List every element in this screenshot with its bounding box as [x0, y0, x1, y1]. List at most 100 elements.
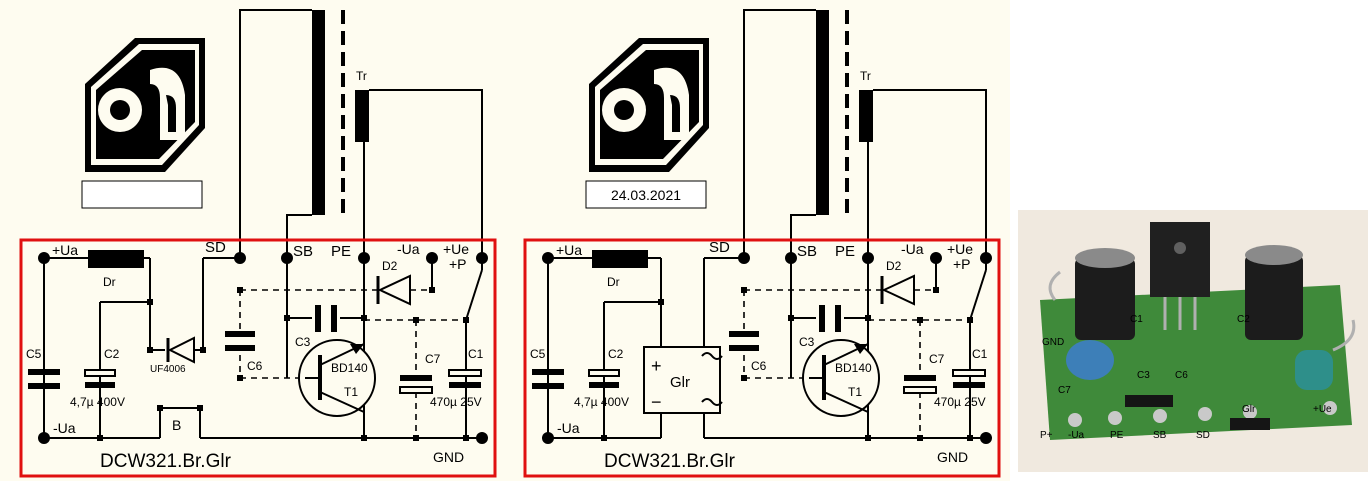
- transformer: Tr: [743, 9, 987, 258]
- label-gnd: GND: [433, 449, 464, 465]
- schematic-left: gfe Tr: [19, 9, 497, 478]
- label-sd: SD: [205, 239, 226, 256]
- photo-label-sd: SD: [1196, 430, 1210, 441]
- label-minus-ua-top: -Ua: [901, 241, 924, 257]
- label-c2: C2: [104, 347, 120, 361]
- photo-label-c1: C1: [1130, 314, 1143, 325]
- photo-label-p-plus: P+: [1040, 430, 1053, 441]
- diode-d2: [376, 274, 411, 306]
- photo-label-pe: PE: [1110, 430, 1124, 441]
- label-glr-plus: +: [651, 356, 662, 376]
- wire-loop: [1048, 270, 1061, 301]
- junctions: [97, 287, 469, 441]
- photo-label-plus-ue: +Ue: [1313, 404, 1332, 415]
- inductor-dr: [1295, 319, 1356, 390]
- photo-label-c7: C7: [1058, 385, 1071, 396]
- label-c3: C3: [295, 335, 311, 349]
- label-c2-value: 4,7µ 400V: [70, 395, 125, 409]
- label-c2-value: 4,7µ 400V: [574, 395, 629, 409]
- schematic-title: DCW321.Br.Glr: [604, 451, 736, 472]
- diode-d2: [1125, 395, 1173, 407]
- photo-label-sb: SB: [1153, 430, 1167, 441]
- capacitor-c7: [903, 375, 937, 394]
- label-sb: SB: [293, 243, 313, 260]
- label-minus-ua-bottom: -Ua: [557, 420, 580, 436]
- photo-label-c6: C6: [1175, 370, 1188, 381]
- label-c1: C1: [972, 347, 988, 361]
- gfe-logo: gfe: [85, 38, 205, 172]
- diode-uf: [1230, 418, 1270, 430]
- board-outline: [19, 238, 497, 478]
- label-gnd: GND: [937, 449, 968, 465]
- label-plus-p: +P: [953, 256, 971, 272]
- label-sb: SB: [797, 243, 817, 260]
- capacitor-c3: [819, 305, 841, 332]
- label-glr-minus: −: [651, 392, 662, 412]
- capacitor-c5: [532, 369, 564, 389]
- label-bd140: BD140: [331, 361, 368, 375]
- label-plus-p: +P: [449, 256, 467, 272]
- date-box: [585, 180, 707, 209]
- label-plus-ua: +Ua: [52, 242, 78, 258]
- label-d2: D2: [382, 259, 398, 273]
- junctions: [601, 287, 973, 441]
- diode-d2: [880, 274, 915, 306]
- pcb-photo: C1 C2 GND C7 C3 C6 Glr +Ue P+ -Ua PE SB …: [1018, 210, 1368, 472]
- terminals: [38, 252, 488, 444]
- capacitor-c2: [84, 369, 116, 388]
- label-c3: C3: [799, 335, 815, 349]
- label-plus-ua: +Ua: [556, 242, 582, 258]
- transistor-bd140: [1150, 222, 1210, 330]
- gfe-logo: gfe: [589, 38, 709, 172]
- label-glr: Glr: [670, 374, 690, 391]
- schematic-right: gfe 24.03.2021 Tr: [523, 9, 1001, 478]
- label-pe: PE: [331, 243, 351, 260]
- rectifier-glr: + − Glr: [643, 346, 723, 414]
- photo-label-glr: Glr: [1242, 404, 1256, 415]
- label-c1: C1: [468, 347, 484, 361]
- label-tr: Tr: [356, 69, 367, 83]
- capacitor-c5: [28, 369, 60, 389]
- transformer: Tr: [239, 9, 483, 258]
- diode-uf4006: [166, 336, 195, 364]
- capacitor-c7: [399, 375, 433, 394]
- photo-label-c3: C3: [1137, 370, 1150, 381]
- label-minus-ua-top: -Ua: [397, 241, 420, 257]
- silkscreen: C1 C2 GND C7 C3 C6 Glr +Ue P+ -Ua PE SB …: [1040, 314, 1332, 441]
- label-b: B: [172, 417, 181, 433]
- capacitor-c1: [952, 369, 986, 388]
- electrolytic-c2: [1245, 245, 1303, 340]
- label-c7: C7: [425, 352, 441, 366]
- label-d2: D2: [886, 259, 902, 273]
- label-c6: C6: [247, 359, 263, 373]
- solder-pads: [1068, 401, 1337, 427]
- label-c1-value: 470µ 25V: [934, 395, 986, 409]
- inductor-dr: [88, 250, 144, 268]
- schematic-title: DCW321.Br.Glr: [100, 451, 232, 472]
- capacitor-c6: [729, 331, 759, 351]
- label-t1: T1: [848, 385, 862, 399]
- capacitor-c2: [588, 369, 620, 388]
- electrolytic-c1: [1075, 248, 1135, 340]
- date-text: 24.03.2021: [611, 187, 681, 203]
- transistor-t1: [802, 339, 880, 417]
- capacitor-c6: [225, 331, 255, 351]
- label-dr: Dr: [103, 275, 116, 289]
- label-c7: C7: [929, 352, 945, 366]
- photo-label-gnd: GND: [1042, 337, 1064, 348]
- label-c6: C6: [751, 359, 767, 373]
- label-dr: Dr: [607, 275, 620, 289]
- label-uf4006: UF4006: [150, 364, 186, 375]
- label-bd140: BD140: [835, 361, 872, 375]
- capacitor-c1: [448, 369, 482, 388]
- label-c5: C5: [530, 347, 546, 361]
- photo-label-c2: C2: [1237, 314, 1250, 325]
- label-c2: C2: [608, 347, 624, 361]
- label-plus-ue: +Ue: [947, 241, 973, 257]
- label-minus-ua-bottom: -Ua: [53, 420, 76, 436]
- dashed-traces: [743, 289, 970, 438]
- board-outline: [523, 238, 1001, 478]
- inductor-dr: [592, 250, 648, 268]
- label-tr: Tr: [860, 69, 871, 83]
